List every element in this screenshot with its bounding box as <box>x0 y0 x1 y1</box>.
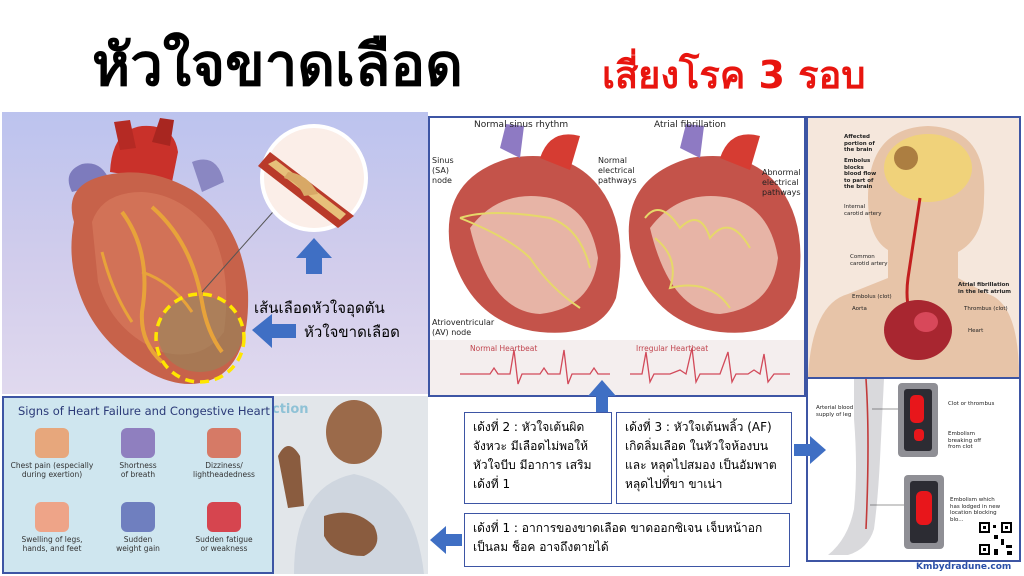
heart-caption-blocked-artery: เส้นเลือดหัวใจอุดตัน <box>254 299 385 317</box>
battery-low-icon <box>207 502 241 532</box>
af-title: Atrial fibrillation <box>654 120 726 130</box>
swelling-icon <box>35 502 69 532</box>
heart-failure-signs-panel: Signs of Heart Failure and Congestive He… <box>2 396 274 574</box>
partial-caption: ction <box>274 402 309 417</box>
sign-label: Swelling of legs, hands, and feet <box>21 535 83 553</box>
thrombus-label: Thrombus (clot) <box>964 306 1008 312</box>
normal-heartbeat-label: Normal Heartbeat <box>470 344 538 353</box>
stroke-panel: Affected portion of the brain Embolus bl… <box>806 116 1021 379</box>
page-title: หัวใจขาดเลือด <box>92 31 463 99</box>
shortness-of-breath-icon <box>121 428 155 458</box>
chest-pain-icon <box>35 428 69 458</box>
qr-code <box>978 521 1014 557</box>
embolus-clot-label: Embolus (clot) <box>852 294 892 300</box>
heart-illustration <box>68 118 368 384</box>
embolism-breaking-label: Embolism breaking off from clot <box>948 431 981 450</box>
abnormal-pathways-label: Abnormal electrical pathways <box>762 168 801 197</box>
website-url[interactable]: Kmbydradune.com <box>916 562 1012 572</box>
sign-label: Sudden fatigue or weakness <box>195 535 253 553</box>
heart-caption-ischemia: หัวใจขาดเลือด <box>304 323 400 341</box>
sign-swelling: Swelling of legs, hands, and feet <box>10 502 94 553</box>
heart-illustration-panel: เส้นเลือดหัวใจอุดตัน หัวใจขาดเลือด <box>2 112 428 394</box>
conduction-panel: Normal sinus rhythm Atrial fibrillation … <box>428 116 806 397</box>
sign-fatigue: Sudden fatigue or weakness <box>182 502 266 553</box>
signs-title: Signs of Heart Failure and Congestive He… <box>18 404 272 418</box>
sign-dizziness: Dizziness/ lightheadedness <box>182 428 266 479</box>
affected-brain-label: Affected portion of the brain <box>844 134 875 153</box>
irregular-heartbeat-label: Irregular Heartbeat <box>636 344 709 353</box>
risk-subtitle: เสี่ยงโรค 3 รอบ <box>602 53 866 97</box>
av-node-label: Atrioventricular (AV) node <box>432 318 495 337</box>
left-arrow-icon <box>252 314 296 348</box>
aorta-label: Aorta <box>852 306 867 312</box>
conduction-illustration <box>430 124 804 395</box>
sa-node-label: Sinus (SA) node <box>432 156 454 185</box>
right-arrow-icon <box>794 436 826 464</box>
man-chest-pain-illustration <box>274 396 428 574</box>
chest-pain-photo: ction <box>274 396 428 574</box>
left-arrow-icon <box>430 526 462 554</box>
af-left-atrium-label: Atrial fibrillation in the left atrium <box>958 282 1012 295</box>
dizziness-icon <box>207 428 241 458</box>
scale-icon <box>121 502 155 532</box>
normal-pathways-label: Normal electrical pathways <box>598 156 637 185</box>
sign-label: Chest pain (especially during exertion) <box>10 461 94 479</box>
embolism-lodged-label: Embolism which has lodged in new locatio… <box>950 497 1001 523</box>
sign-chest-pain: Chest pain (especially during exertion) <box>10 428 94 479</box>
common-carotid-label: Common carotid artery <box>850 254 888 267</box>
sign-weight-gain: Sudden weight gain <box>96 502 180 553</box>
sign-label: Shortness of breath <box>119 461 157 479</box>
stroke-illustration <box>808 126 1019 377</box>
arterial-supply-label: Arterial blood supply of leg <box>816 405 854 418</box>
leg-embolism-panel: Arterial blood supply of leg Clot or thr… <box>806 379 1021 562</box>
stage-1-box: เด้งที่ 1 : อาการของขาดเลือด ขาดออกซิเจน… <box>464 513 790 567</box>
leg-embolism-illustration <box>828 379 1014 557</box>
up-arrow-icon <box>588 380 616 414</box>
stage-2-box: เด้งที่ 2 : หัวใจเต้นผิดจังหวะ มีเลือดไม… <box>464 412 612 504</box>
sign-label: Dizziness/ lightheadedness <box>193 461 255 479</box>
internal-carotid-label: Internal carotid artery <box>844 204 882 217</box>
clot-thrombus-label: Clot or thrombus <box>948 401 995 407</box>
stage-3-box: เด้งที่ 3 : หัวใจเต้นพลิ้ว (AF) เกิดลิ่ม… <box>616 412 792 504</box>
heart-label: Heart <box>968 328 984 334</box>
normal-rhythm-title: Normal sinus rhythm <box>474 120 569 130</box>
up-arrow-icon <box>296 238 332 274</box>
embolus-blocks-label: Embolus blocks blood flow to part of the… <box>844 158 877 190</box>
sign-label: Sudden weight gain <box>116 535 160 553</box>
sign-shortness-breath: Shortness of breath <box>96 428 180 479</box>
